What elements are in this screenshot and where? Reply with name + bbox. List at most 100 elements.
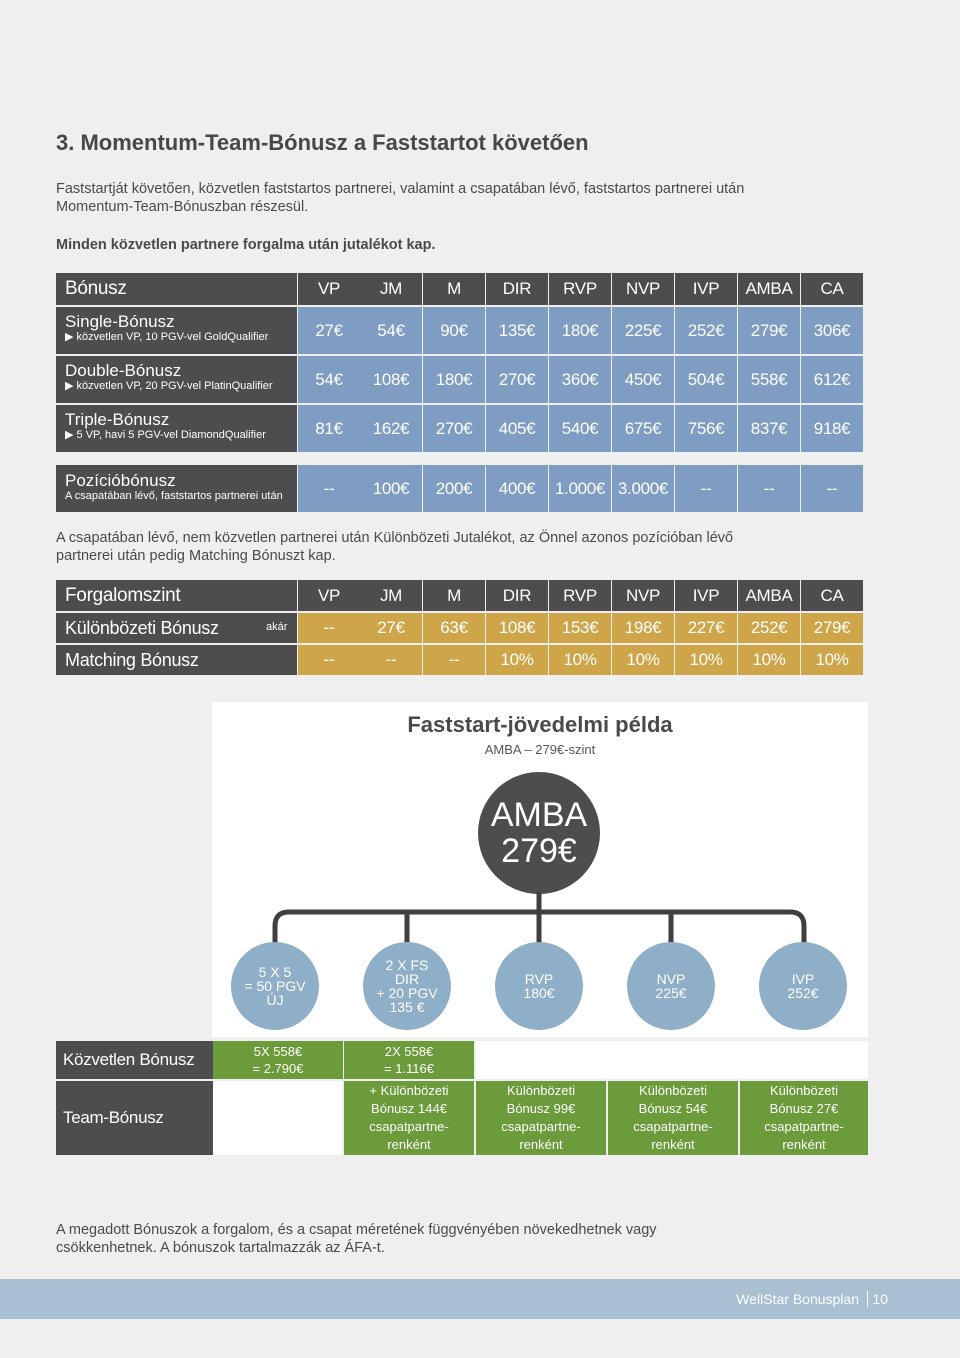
table2-value-cell: 10% xyxy=(549,645,611,675)
table1-value-cell: 306€ xyxy=(801,307,863,354)
team-bonus-line: Bónusz 144€ xyxy=(371,1101,447,1116)
table2-column-header: AMBA xyxy=(738,580,800,611)
table2-column-header: IVP xyxy=(675,580,737,611)
table2-value-cell: 10% xyxy=(801,645,863,675)
table2-column-header: RVP xyxy=(549,580,611,611)
tree-child-line: 2 X FS xyxy=(385,957,429,973)
direct-bonus-line: = 1.116€ xyxy=(383,1061,434,1076)
team-bonus-line: csapatpartne- xyxy=(369,1119,449,1134)
table1-column-header: M xyxy=(423,273,485,305)
position-bonus-cell: -- xyxy=(801,465,863,512)
tree-child-line: 225€ xyxy=(655,985,687,1001)
table2-value-cell: 153€ xyxy=(549,613,611,643)
team-bonus-line: csapatpartne- xyxy=(633,1119,713,1134)
team-bonus-line: + Különbözeti xyxy=(369,1083,449,1098)
position-bonus-cell: 1.000€ xyxy=(549,465,611,512)
root-node-line-2: 279€ xyxy=(501,832,577,870)
table1-value-cell: 612€ xyxy=(801,356,863,403)
table2-value-cell: -- xyxy=(360,645,422,675)
table1-value-cell: 756€ xyxy=(675,405,737,452)
table1-value-cell: 405€ xyxy=(486,405,548,452)
tree-child-line: 5 X 5 xyxy=(258,964,292,980)
table2-value-cell: -- xyxy=(423,645,485,675)
tree-child-line: + 20 PGV xyxy=(376,985,438,1001)
table2-value-cell: 10% xyxy=(486,645,548,675)
table2-value-cell: 63€ xyxy=(423,613,485,643)
note-line-1: A megadott Bónuszok a forgalom, és a csa… xyxy=(56,1222,657,1238)
table1-column-header: AMBA xyxy=(738,273,800,305)
direct-bonus-cell: 2X 558€ = 1.116€ xyxy=(344,1041,474,1079)
table2-value-cell: 27€ xyxy=(360,613,422,643)
table1-value-cell: 450€ xyxy=(612,356,674,403)
tree-child-line: 135 € xyxy=(389,999,425,1015)
intro-line-2: Momentum-Team-Bónuszban részesül. xyxy=(56,199,309,215)
tree-child-line: 252€ xyxy=(787,985,819,1001)
root-node-line-1: AMBA xyxy=(490,796,588,834)
direct-bonus-cell: 5X 558€ = 2.790€ xyxy=(213,1041,343,1079)
mid-text-line-2: partnerei után pedig Matching Bónuszt ka… xyxy=(56,548,336,564)
table1-value-cell: 837€ xyxy=(738,405,800,452)
table1-value-cell: 135€ xyxy=(486,307,548,354)
footer-brand: WellStar Bonusplan xyxy=(736,1291,868,1307)
table2-value-cell: 10% xyxy=(675,645,737,675)
tree-connectors xyxy=(272,891,807,945)
table1-value-cell: 252€ xyxy=(675,307,737,354)
position-bonus-cell: -- xyxy=(298,465,360,512)
position-bonus-cell: 3.000€ xyxy=(612,465,674,512)
team-bonus-line: renként xyxy=(651,1137,695,1152)
root-node: AMBA 279€ xyxy=(478,772,600,894)
table1-value-cell: 54€ xyxy=(360,307,422,354)
team-bonus-line: renként xyxy=(519,1137,563,1152)
direct-bonus-line: 5X 558€ xyxy=(253,1044,303,1059)
row-note: akár xyxy=(266,621,288,633)
table1-value-cell: 90€ xyxy=(423,307,485,354)
table2-value-cell: 10% xyxy=(612,645,674,675)
row-title: Pozícióbónusz xyxy=(65,471,176,490)
table1-row-label: Double-Bónusz▶ közvetlen VP, 20 PGV-vel … xyxy=(56,356,297,403)
footer-bar: WellStar Bonusplan 10 xyxy=(0,1279,960,1319)
table1-value-cell: 81€ xyxy=(298,405,360,452)
team-bonus-line: csapatpartne- xyxy=(501,1119,581,1134)
mid-text-line-1: A csapatában lévő, nem közvetlen partner… xyxy=(56,530,734,546)
direct-bonus-line: = 2.790€ xyxy=(252,1061,304,1076)
table1-column-header: IVP xyxy=(675,273,737,305)
row-title: Single-Bónusz xyxy=(65,312,175,331)
tree-child-line: 180€ xyxy=(523,985,555,1001)
team-bonus-line: Különbözeti xyxy=(639,1083,707,1098)
table1-value-cell: 108€ xyxy=(360,356,422,403)
table1-column-header: DIR xyxy=(486,273,548,305)
team-bonus-line: Bónusz 99€ xyxy=(506,1101,576,1116)
empty-cell xyxy=(476,1041,868,1079)
table2-header-label: Forgalomszint xyxy=(56,580,297,611)
table1-value-cell: 558€ xyxy=(738,356,800,403)
row-subtitle: ▶ 5 VP, havi 5 PGV-vel DiamondQualifier xyxy=(65,429,266,441)
position-bonus-cell: -- xyxy=(738,465,800,512)
table1-value-cell: 27€ xyxy=(298,307,360,354)
table1-column-header: NVP xyxy=(612,273,674,305)
team-bonus-line: Bónusz 27€ xyxy=(769,1101,839,1116)
direct-bonus-line: 2X 558€ xyxy=(384,1044,434,1059)
table1-column-header: RVP xyxy=(549,273,611,305)
row-subtitle: ▶ közvetlen VP, 10 PGV-vel GoldQualifier xyxy=(65,331,269,343)
row-title: Triple-Bónusz xyxy=(65,410,170,429)
team-bonus-line: Különbözeti xyxy=(507,1083,575,1098)
intro-bold-line: Minden közvetlen partnere forgalma után … xyxy=(56,237,436,253)
table1-value-cell: 675€ xyxy=(612,405,674,452)
table1-column-header: VP xyxy=(298,273,360,305)
row-subtitle: ▶ közvetlen VP, 20 PGV-vel PlatinQualifi… xyxy=(65,380,273,392)
table1-value-cell: 540€ xyxy=(549,405,611,452)
table2-value-cell: 108€ xyxy=(486,613,548,643)
example-subtitle: AMBA – 279€-szint xyxy=(484,742,596,757)
income-example-panel: Faststart-jövedelmi példa AMBA – 279€-sz… xyxy=(212,702,868,1037)
table1-value-cell: 54€ xyxy=(298,356,360,403)
table2-column-header: JM xyxy=(360,580,422,611)
table1-value-cell: 918€ xyxy=(801,405,863,452)
